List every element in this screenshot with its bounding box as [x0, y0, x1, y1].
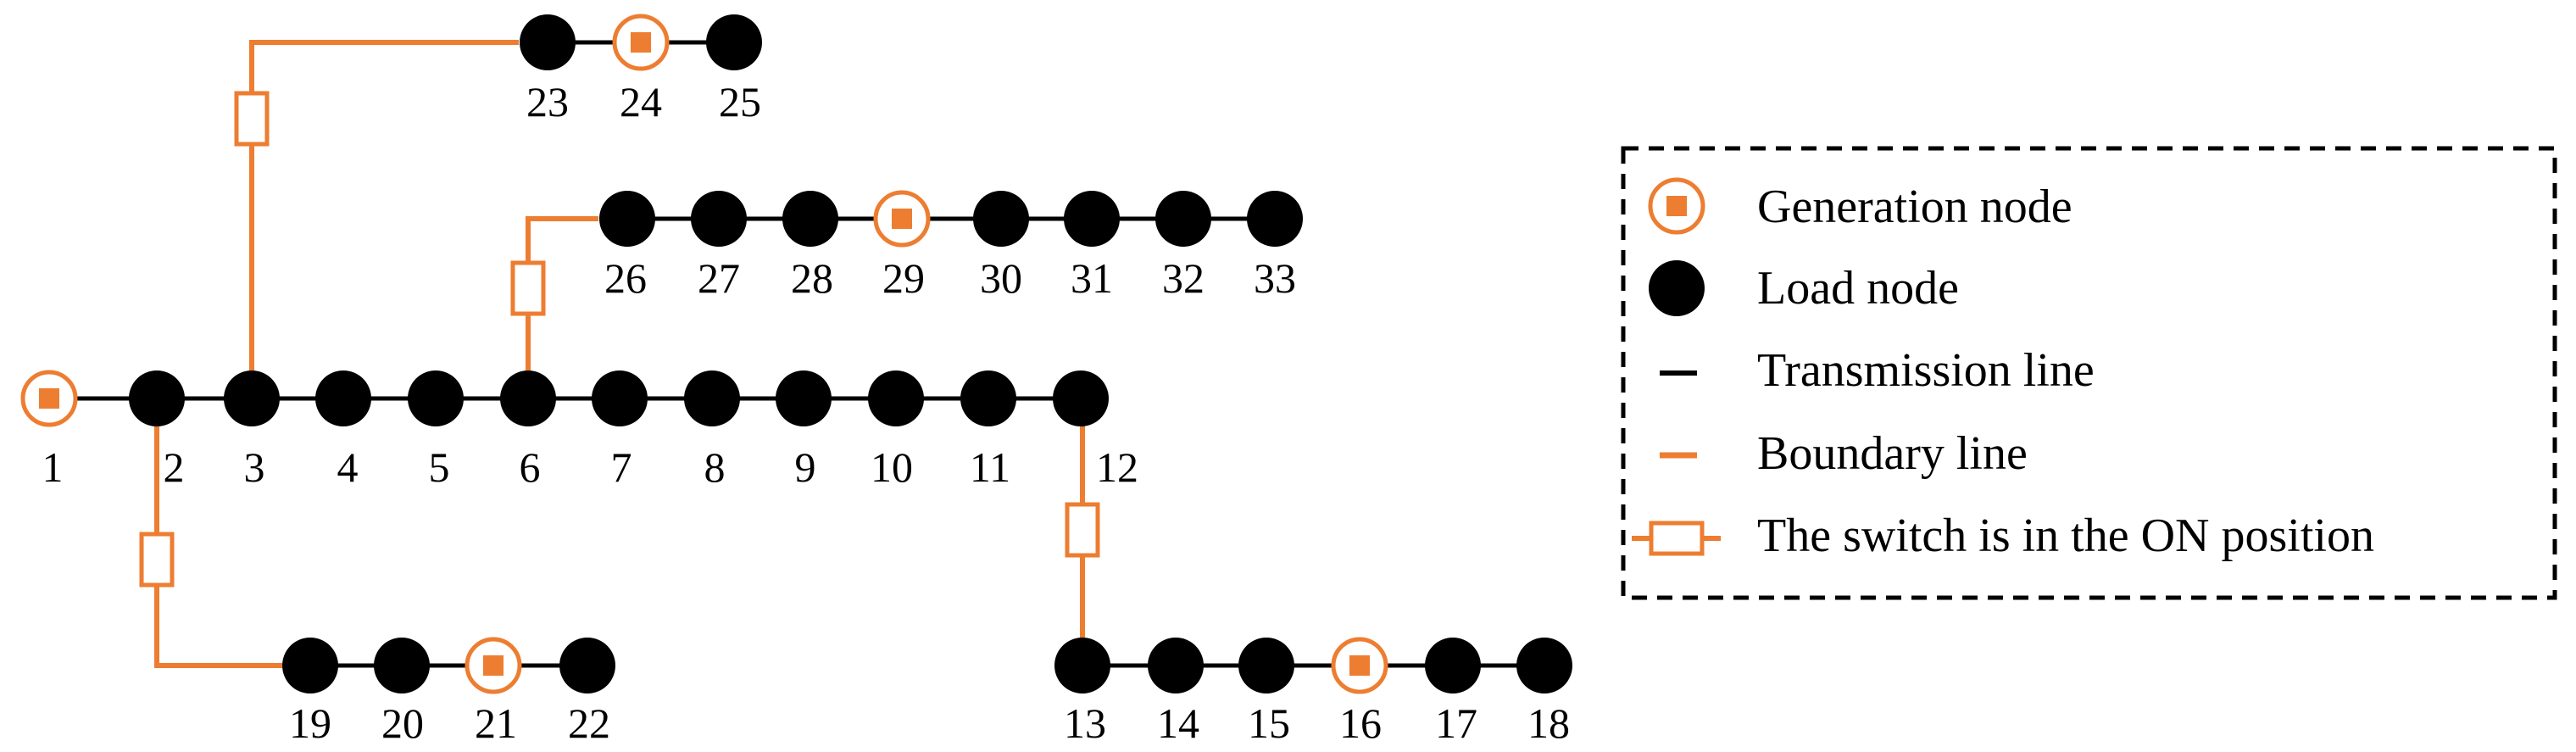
- node-label-9: 9: [795, 443, 816, 491]
- node-label-17: 17: [1435, 699, 1477, 747]
- node-label-29: 29: [882, 254, 925, 302]
- generation-core: [892, 209, 912, 229]
- node-label-26: 26: [604, 254, 647, 302]
- node-label-8: 8: [704, 443, 726, 491]
- node-label-27: 27: [698, 254, 740, 302]
- node-label-28: 28: [791, 254, 833, 302]
- node-label-15: 15: [1248, 699, 1290, 747]
- boundary-line-2-19: [154, 398, 282, 668]
- legend-switch-box: [1649, 521, 1705, 556]
- node-label-12: 12: [1096, 443, 1138, 491]
- node-label-2: 2: [164, 443, 185, 491]
- node-label-10: 10: [871, 443, 913, 491]
- node-label-22: 22: [568, 699, 610, 747]
- switch-6-26: [510, 260, 546, 316]
- load-node-32: [1155, 191, 1211, 247]
- node-label-20: 20: [381, 699, 424, 747]
- generation-node-16: [1331, 637, 1388, 694]
- boundary-line-3-23: [249, 40, 519, 398]
- switch-2-19: [139, 532, 175, 588]
- generation-core: [1349, 655, 1370, 676]
- node-label-21: 21: [475, 699, 517, 747]
- generation-core: [483, 655, 504, 676]
- load-node-23: [520, 14, 576, 70]
- load-node-11: [960, 370, 1016, 426]
- node-label-1: 1: [42, 443, 64, 491]
- node-label-32: 32: [1162, 254, 1205, 302]
- legend-label-switch: The switch is in the ON position: [1757, 510, 2374, 562]
- legend-switch-icon: [1632, 521, 1721, 556]
- legend-generation-node-icon: [1648, 177, 1705, 235]
- node-label-24: 24: [620, 78, 662, 125]
- load-node-31: [1064, 191, 1120, 247]
- load-node-14: [1148, 638, 1204, 694]
- switches: [139, 91, 1100, 588]
- load-node-13: [1054, 638, 1110, 694]
- generation-core: [1666, 196, 1687, 216]
- load-node-19: [282, 638, 338, 694]
- node-label-19: 19: [289, 699, 331, 747]
- load-node-33: [1247, 191, 1303, 247]
- boundary-lines: [154, 40, 1085, 668]
- load-node-26: [599, 191, 655, 247]
- node-label-31: 31: [1071, 254, 1113, 302]
- node-label-25: 25: [719, 78, 761, 125]
- node-label-6: 6: [520, 443, 541, 491]
- legend-label-boundary: Boundary line: [1757, 427, 2028, 480]
- legend-label-load: Load node: [1757, 262, 1959, 315]
- generation-core: [631, 32, 651, 53]
- load-node-2: [129, 370, 185, 426]
- load-node-20: [374, 638, 430, 694]
- legend: Generation node Load node Transmission l…: [1621, 146, 2557, 600]
- load-node-3: [224, 370, 280, 426]
- load-node-6: [500, 370, 556, 426]
- switch-12-13: [1065, 502, 1100, 558]
- node-label-4: 4: [337, 443, 359, 491]
- load-node-30: [973, 191, 1029, 247]
- transmission-lines: [49, 40, 1544, 668]
- node-label-5: 5: [429, 443, 450, 491]
- node-label-11: 11: [970, 443, 1010, 491]
- load-node-4: [315, 370, 371, 426]
- generation-node-24: [612, 14, 670, 71]
- generation-node-1: [20, 370, 78, 427]
- node-label-33: 33: [1254, 254, 1296, 302]
- generation-node-29: [873, 190, 931, 248]
- node-label-7: 7: [611, 443, 632, 491]
- node-label-13: 13: [1064, 699, 1106, 747]
- load-node-5: [408, 370, 464, 426]
- legend-symbols: [1632, 177, 1721, 556]
- load-node-8: [684, 370, 740, 426]
- legend-label-generation: Generation node: [1757, 181, 2072, 233]
- node-label-16: 16: [1339, 699, 1382, 747]
- load-node-7: [592, 370, 648, 426]
- load-node-12: [1053, 370, 1109, 426]
- node-label-30: 30: [980, 254, 1022, 302]
- legend-border: [1621, 146, 2557, 600]
- load-node-18: [1516, 638, 1572, 694]
- load-node-17: [1425, 638, 1481, 694]
- node-label-23: 23: [526, 78, 569, 125]
- switch-3-23: [234, 91, 270, 147]
- node-label-18: 18: [1527, 699, 1570, 747]
- load-node-25: [706, 14, 762, 70]
- load-node-22: [559, 638, 615, 694]
- nodes: [20, 14, 1572, 694]
- load-node-28: [782, 191, 838, 247]
- load-node-9: [776, 370, 832, 426]
- legend-load-node-icon: [1649, 260, 1705, 316]
- generation-core: [39, 388, 59, 409]
- load-node-15: [1238, 638, 1294, 694]
- node-label-3: 3: [244, 443, 265, 491]
- legend-label-transmission: Transmission line: [1757, 344, 2095, 397]
- generation-node-21: [465, 637, 522, 694]
- boundary-line-6-26: [526, 216, 598, 398]
- node-label-14: 14: [1157, 699, 1199, 747]
- load-node-27: [691, 191, 747, 247]
- load-node-10: [868, 370, 924, 426]
